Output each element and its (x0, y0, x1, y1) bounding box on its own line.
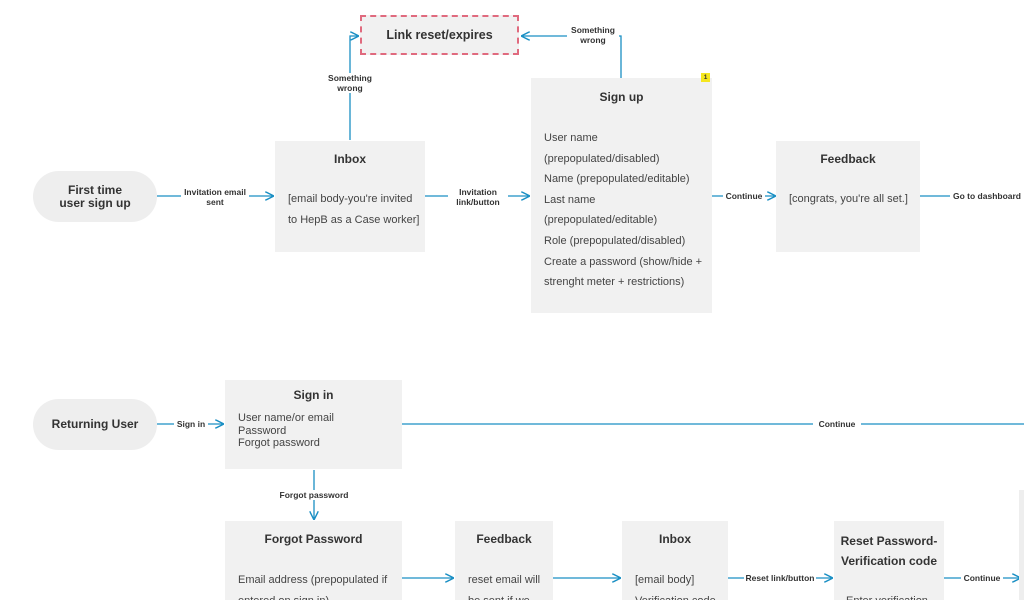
edge-label-reset-link: Reset link/button (744, 573, 816, 583)
feedback-2-body: reset email will be sent if we (468, 574, 541, 600)
edge-label-continue-1: Continue (723, 191, 765, 201)
signup-title: Sign up (599, 90, 644, 104)
edge-label-go-to-dashboard: Go to dashboard (950, 191, 1024, 201)
feedback-title: Feedback (820, 152, 876, 166)
inbox-2-title: Inbox (659, 532, 691, 546)
edge-label-continue-signin: Continue (813, 419, 861, 429)
edge-label-something-wrong-right: Something wrong (567, 25, 619, 45)
signin-body: User name/or email Password Forgot passw… (238, 412, 334, 449)
edge-signup-to-link-reset (522, 36, 622, 78)
feedback-body: [congrats, you're all set.] (789, 193, 908, 205)
inbox-2-body: [email body] Verification code (635, 574, 716, 600)
first-time-signup-node: First time user sign up (33, 171, 157, 222)
feedback-2-box: Feedback reset email will be sent if we (455, 521, 553, 600)
edge-label-something-wrong-left: Something wrong (324, 73, 376, 93)
edge-inbox-to-link-reset (349, 36, 358, 140)
edge-label-forgot-password: Forgot password (278, 490, 350, 500)
signup-box: Sign up User name (prepopulated/disabled… (531, 78, 712, 313)
inbox-title: Inbox (334, 152, 366, 166)
edge-label-continue-reset: Continue (961, 573, 1003, 583)
edge-label-invitation-sent: Invitation email sent (181, 187, 249, 207)
reset-password-body: Enter verification (846, 591, 928, 600)
feedback-box: Feedback [congrats, you're all set.] (776, 141, 920, 252)
edge-label-invitation-link: Invitation link/button (448, 187, 508, 207)
inbox-box: Inbox [email body-you're invited to HepB… (275, 141, 425, 252)
returning-user-node: Returning User (33, 399, 157, 450)
forgot-password-box: Forgot Password Email address (prepopula… (225, 521, 402, 600)
feedback-2-title: Feedback (476, 532, 532, 546)
signin-box: Sign in User name/or email Password Forg… (225, 380, 402, 469)
forgot-password-title: Forgot Password (264, 532, 363, 546)
reset-password-box: Reset Password- Verification code Enter … (834, 521, 944, 600)
signin-title: Sign in (293, 388, 334, 402)
edge-label-sign-in: Sign in (174, 419, 208, 429)
offscreen-node-edge (1019, 490, 1024, 600)
signup-body: User name (prepopulated/disabled) Name (… (544, 132, 703, 289)
reset-password-title: Reset Password- Verification code (840, 534, 938, 568)
inbox-2-box: Inbox [email body] Verification code (622, 521, 728, 600)
inbox-body: [email body-you're invited to HepB as a … (288, 193, 420, 226)
link-reset-expires-node: Link reset/expires (360, 15, 519, 55)
comment-badge[interactable]: 1 (701, 73, 710, 82)
forgot-password-body: Email address (prepopulated if entered o… (238, 574, 388, 600)
